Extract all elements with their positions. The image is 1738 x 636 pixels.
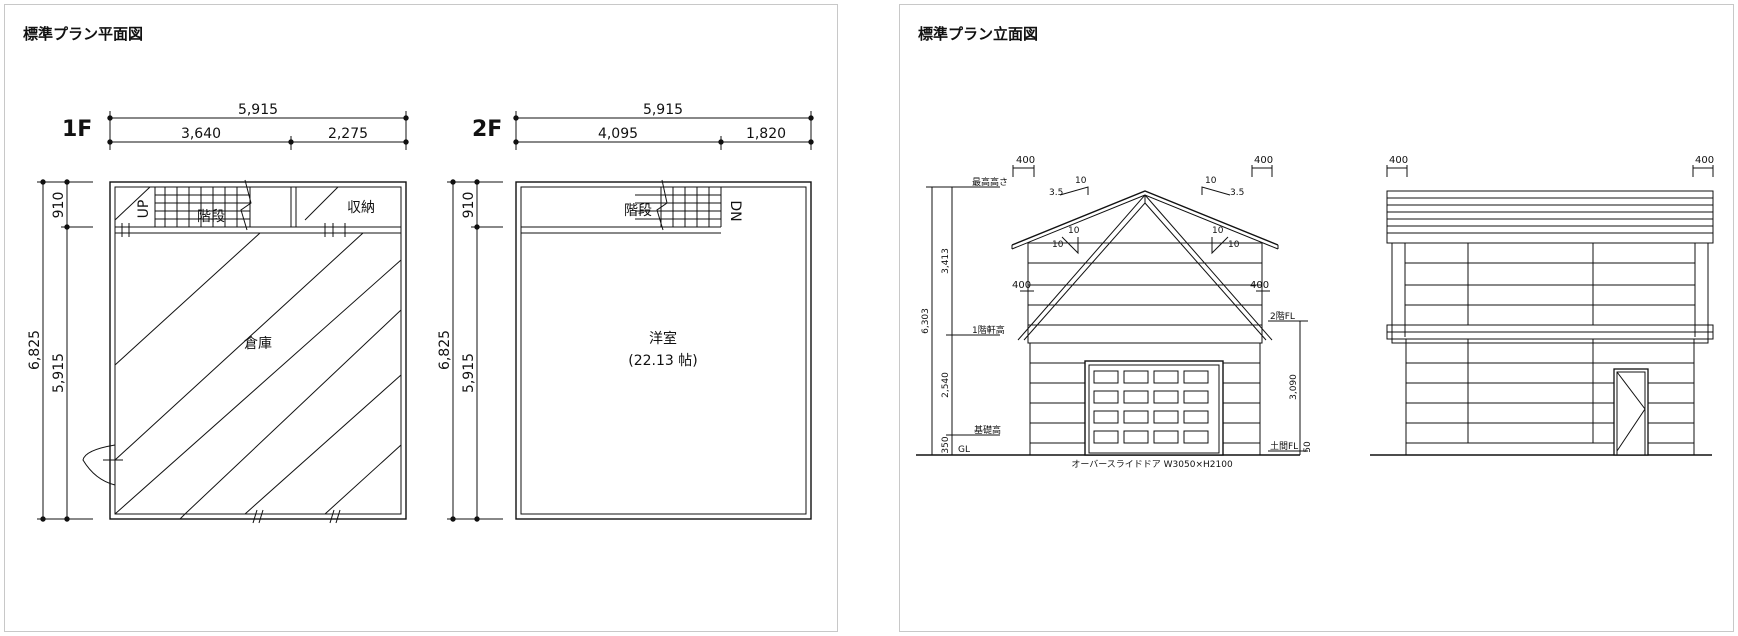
front-gable-b: 10	[1052, 240, 1064, 250]
floor1-up-label: UP	[136, 200, 152, 219]
floor2-stairs-label: 階段	[624, 203, 652, 219]
front-gable-a: 10	[1068, 226, 1080, 236]
floor1-storage-label: 収納	[347, 200, 375, 216]
floor1-dim-total: 5,915	[238, 102, 278, 118]
side-door	[1613, 368, 1649, 456]
front-gable-c: 10	[1212, 226, 1224, 236]
floor2-dim-right: 1,820	[746, 126, 786, 142]
front-eave-right: 400	[1254, 155, 1273, 166]
elevation-title: 標準プラン立面図	[918, 25, 1039, 43]
side-eave-left: 400	[1389, 155, 1408, 166]
floor2-label: 2F	[472, 117, 502, 142]
floor1-stairs-label: 階段	[197, 209, 225, 225]
front-elevation	[916, 165, 1308, 456]
front-pitch-d: 3.5	[1230, 188, 1244, 198]
front-door-note: オーバースライドドア W3050×H2100	[1071, 459, 1233, 470]
floor-plan-drawing: 1F 5,915 3,640 2,275 6,825 910 5,915 階段 …	[27, 102, 814, 524]
floor2-room-label: 洋室	[649, 330, 677, 347]
floor2-dim-total: 5,915	[643, 102, 683, 118]
front-wall-left: 400	[1012, 280, 1031, 291]
front-foundation-label: 基礎高	[974, 424, 1001, 436]
side-roof-tiles	[1386, 190, 1714, 244]
front-dim-total: 6,303	[921, 308, 931, 334]
front-pitch-c: 10	[1205, 176, 1217, 186]
side-eave-right: 400	[1695, 155, 1714, 166]
side-elevation	[1370, 165, 1714, 456]
floor2-dim-side-total: 6,825	[437, 330, 453, 370]
floor2-dim-left: 4,095	[598, 126, 638, 142]
elevation-panel: 標準プラン立面図	[899, 4, 1734, 632]
front-second-fl-label: 2階FL	[1270, 311, 1295, 322]
floor1-stairs	[154, 179, 252, 231]
front-doma-fl-label: 土間FL	[1270, 440, 1298, 452]
floor2-dim-side-top: 910	[461, 192, 477, 219]
floor2-dn-label: DN	[727, 200, 743, 221]
front-dim-upper: 3,413	[941, 248, 951, 274]
floor2-plan	[447, 111, 814, 522]
front-pitch-a: 10	[1075, 176, 1087, 186]
floor1-dim-side-top: 910	[51, 192, 67, 219]
floor2-stairs	[635, 179, 722, 231]
floor2-dim-side-main: 5,915	[461, 353, 477, 393]
elevation-drawing: 400 400 400 400 最高高さ 10 3.5 10 3.5 10 10…	[916, 155, 1714, 470]
floor1-hatching	[114, 186, 402, 515]
floor1-plan	[37, 111, 409, 524]
front-max-height-label: 最高高さ	[972, 176, 1008, 188]
floor1-dim-side-main: 5,915	[51, 353, 67, 393]
front-dim-base: 350	[941, 436, 951, 453]
floor2-room-size: (22.13 帖)	[628, 353, 697, 369]
floor1-dim-side-total: 6,825	[27, 330, 43, 370]
front-dim-right-base: 50	[1303, 441, 1313, 453]
front-dim-lower: 2,540	[941, 372, 951, 398]
floor1-dim-left: 3,640	[181, 126, 221, 142]
floor-plan-title: 標準プラン平面図	[23, 25, 144, 43]
floor1-label: 1F	[62, 117, 92, 142]
overslide-door	[1084, 360, 1224, 456]
front-eave-left: 400	[1016, 155, 1035, 166]
front-dim-right-upper: 3,090	[1289, 374, 1299, 400]
front-wall-right: 400	[1250, 280, 1269, 291]
floor1-dim-right: 2,275	[328, 126, 368, 142]
front-eave-height-label: 1階軒高	[972, 324, 1005, 336]
floor-plan-panel: 標準プラン平面図	[4, 4, 838, 632]
front-gable-d: 10	[1228, 240, 1240, 250]
front-pitch-b: 3.5	[1049, 188, 1063, 198]
floor1-room-label: 倉庫	[244, 335, 272, 352]
front-gl-label: GL	[958, 445, 970, 455]
